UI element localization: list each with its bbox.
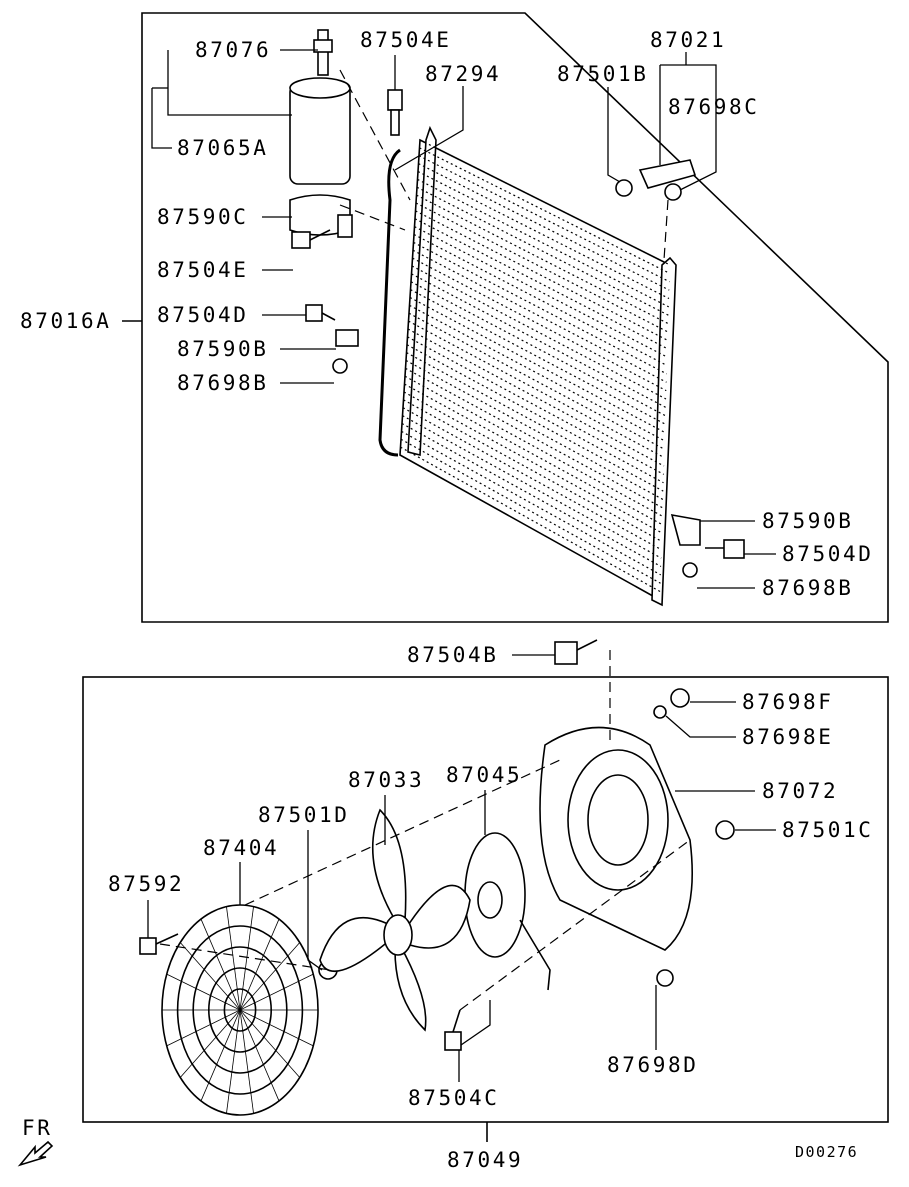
condenser-fin [401, 430, 662, 576]
condenser-group-box [141, 12, 889, 623]
condenser-fin [415, 210, 669, 341]
condenser-fin [401, 422, 662, 568]
fan-guard-spoke [239, 1009, 301, 1078]
part-label[interactable]: 87698B [177, 371, 269, 395]
part-label[interactable]: 87072 [762, 779, 839, 803]
condenser-fin [414, 218, 668, 350]
fan-guard-spoke [239, 1009, 280, 1102]
diagram-code: D00276 [795, 1143, 859, 1161]
part-label[interactable]: 87590B [762, 509, 854, 533]
condenser-fin [406, 352, 664, 492]
fan-guard-spoke [239, 918, 280, 1011]
fan-guard-spoke [239, 906, 254, 1011]
condenser-fin [416, 186, 669, 316]
condenser-fin [416, 194, 669, 325]
part-label[interactable]: 87698E [742, 725, 834, 749]
group-label-condenser[interactable]: 87016A [20, 309, 112, 333]
condenser-fin [406, 344, 664, 484]
fan-blades [319, 808, 471, 1032]
fan-guard-spoke [239, 1009, 314, 1047]
part-label[interactable]: 87504D [157, 303, 249, 327]
part-label[interactable]: 87504E [157, 258, 249, 282]
fan-guard-spoke [200, 918, 241, 1011]
front-direction-label: FR [22, 1116, 53, 1140]
condenser-fin [409, 296, 666, 434]
condenser-fin [410, 289, 666, 425]
fan-guard-spoke [179, 1009, 241, 1078]
part-label[interactable]: 87404 [203, 836, 280, 860]
fan-guard-spoke [239, 1009, 254, 1114]
part-label[interactable]: 87698F [742, 690, 834, 714]
condenser-fin [407, 336, 665, 475]
condenser-fin [415, 202, 669, 333]
part-label[interactable]: 87076 [195, 38, 272, 62]
condenser-fin [403, 399, 663, 542]
fan-guard-spoke [226, 1009, 241, 1114]
part-label[interactable]: 87698C [668, 95, 760, 119]
part-label[interactable]: 87504D [782, 542, 874, 566]
condenser-fin [418, 163, 670, 291]
condenser-fin [408, 320, 665, 459]
fan-guard-spoke [166, 973, 241, 1011]
part-label[interactable]: 87698D [607, 1053, 699, 1077]
part-label[interactable]: 87590B [177, 337, 269, 361]
condenser-fin [419, 139, 671, 266]
part-label[interactable]: 87294 [425, 62, 502, 86]
bracket-87590C [289, 194, 353, 238]
front-direction-arrow [17, 1140, 54, 1167]
part-label[interactable]: 87504B [407, 643, 499, 667]
condenser-fin [409, 304, 666, 442]
condenser-fin [418, 155, 670, 283]
fan-guard [161, 904, 319, 1116]
fan-guard-spoke [239, 942, 301, 1011]
condenser-fin [402, 407, 662, 551]
fan-motor [464, 832, 551, 991]
condenser-fin [417, 178, 670, 308]
condenser [378, 125, 677, 607]
part-label[interactable]: 87504E [360, 28, 452, 52]
part-label[interactable]: 87033 [348, 768, 425, 792]
bolts [139, 89, 745, 1051]
condenser-fin [403, 391, 663, 534]
part-label[interactable]: 87501C [782, 818, 874, 842]
condenser-fin [405, 359, 664, 501]
condenser-fin [402, 415, 662, 559]
condenser-fin [405, 367, 664, 509]
part-label[interactable]: 87590C [157, 205, 249, 229]
condenser-fin [419, 147, 671, 274]
fan-group-box [82, 676, 889, 1123]
part-label[interactable]: 87021 [650, 28, 727, 52]
fan-shroud [539, 726, 693, 951]
condenser-fin [407, 328, 665, 467]
condenser-fin [404, 383, 663, 526]
fan-guard-spoke [239, 973, 314, 1011]
part-label[interactable]: 87501B [557, 62, 649, 86]
fan-guard-spoke [226, 906, 241, 1011]
condenser-fin [404, 375, 663, 517]
fan-guard-spoke [200, 1009, 241, 1102]
part-label[interactable]: 87504C [408, 1086, 500, 1110]
part-label[interactable]: 87698B [762, 576, 854, 600]
part-label[interactable]: 87592 [108, 872, 185, 896]
fan-guard-spoke [166, 1009, 241, 1047]
part-label[interactable]: 87501D [258, 803, 350, 827]
condenser-fin [417, 170, 670, 300]
part-label[interactable]: 87045 [446, 763, 523, 787]
receiver-drier [289, 29, 351, 185]
fan-guard-spoke [179, 942, 241, 1011]
part-label[interactable]: 87065A [177, 136, 269, 160]
condenser-fin [408, 312, 665, 450]
group-label-fan[interactable]: 87049 [447, 1148, 524, 1172]
